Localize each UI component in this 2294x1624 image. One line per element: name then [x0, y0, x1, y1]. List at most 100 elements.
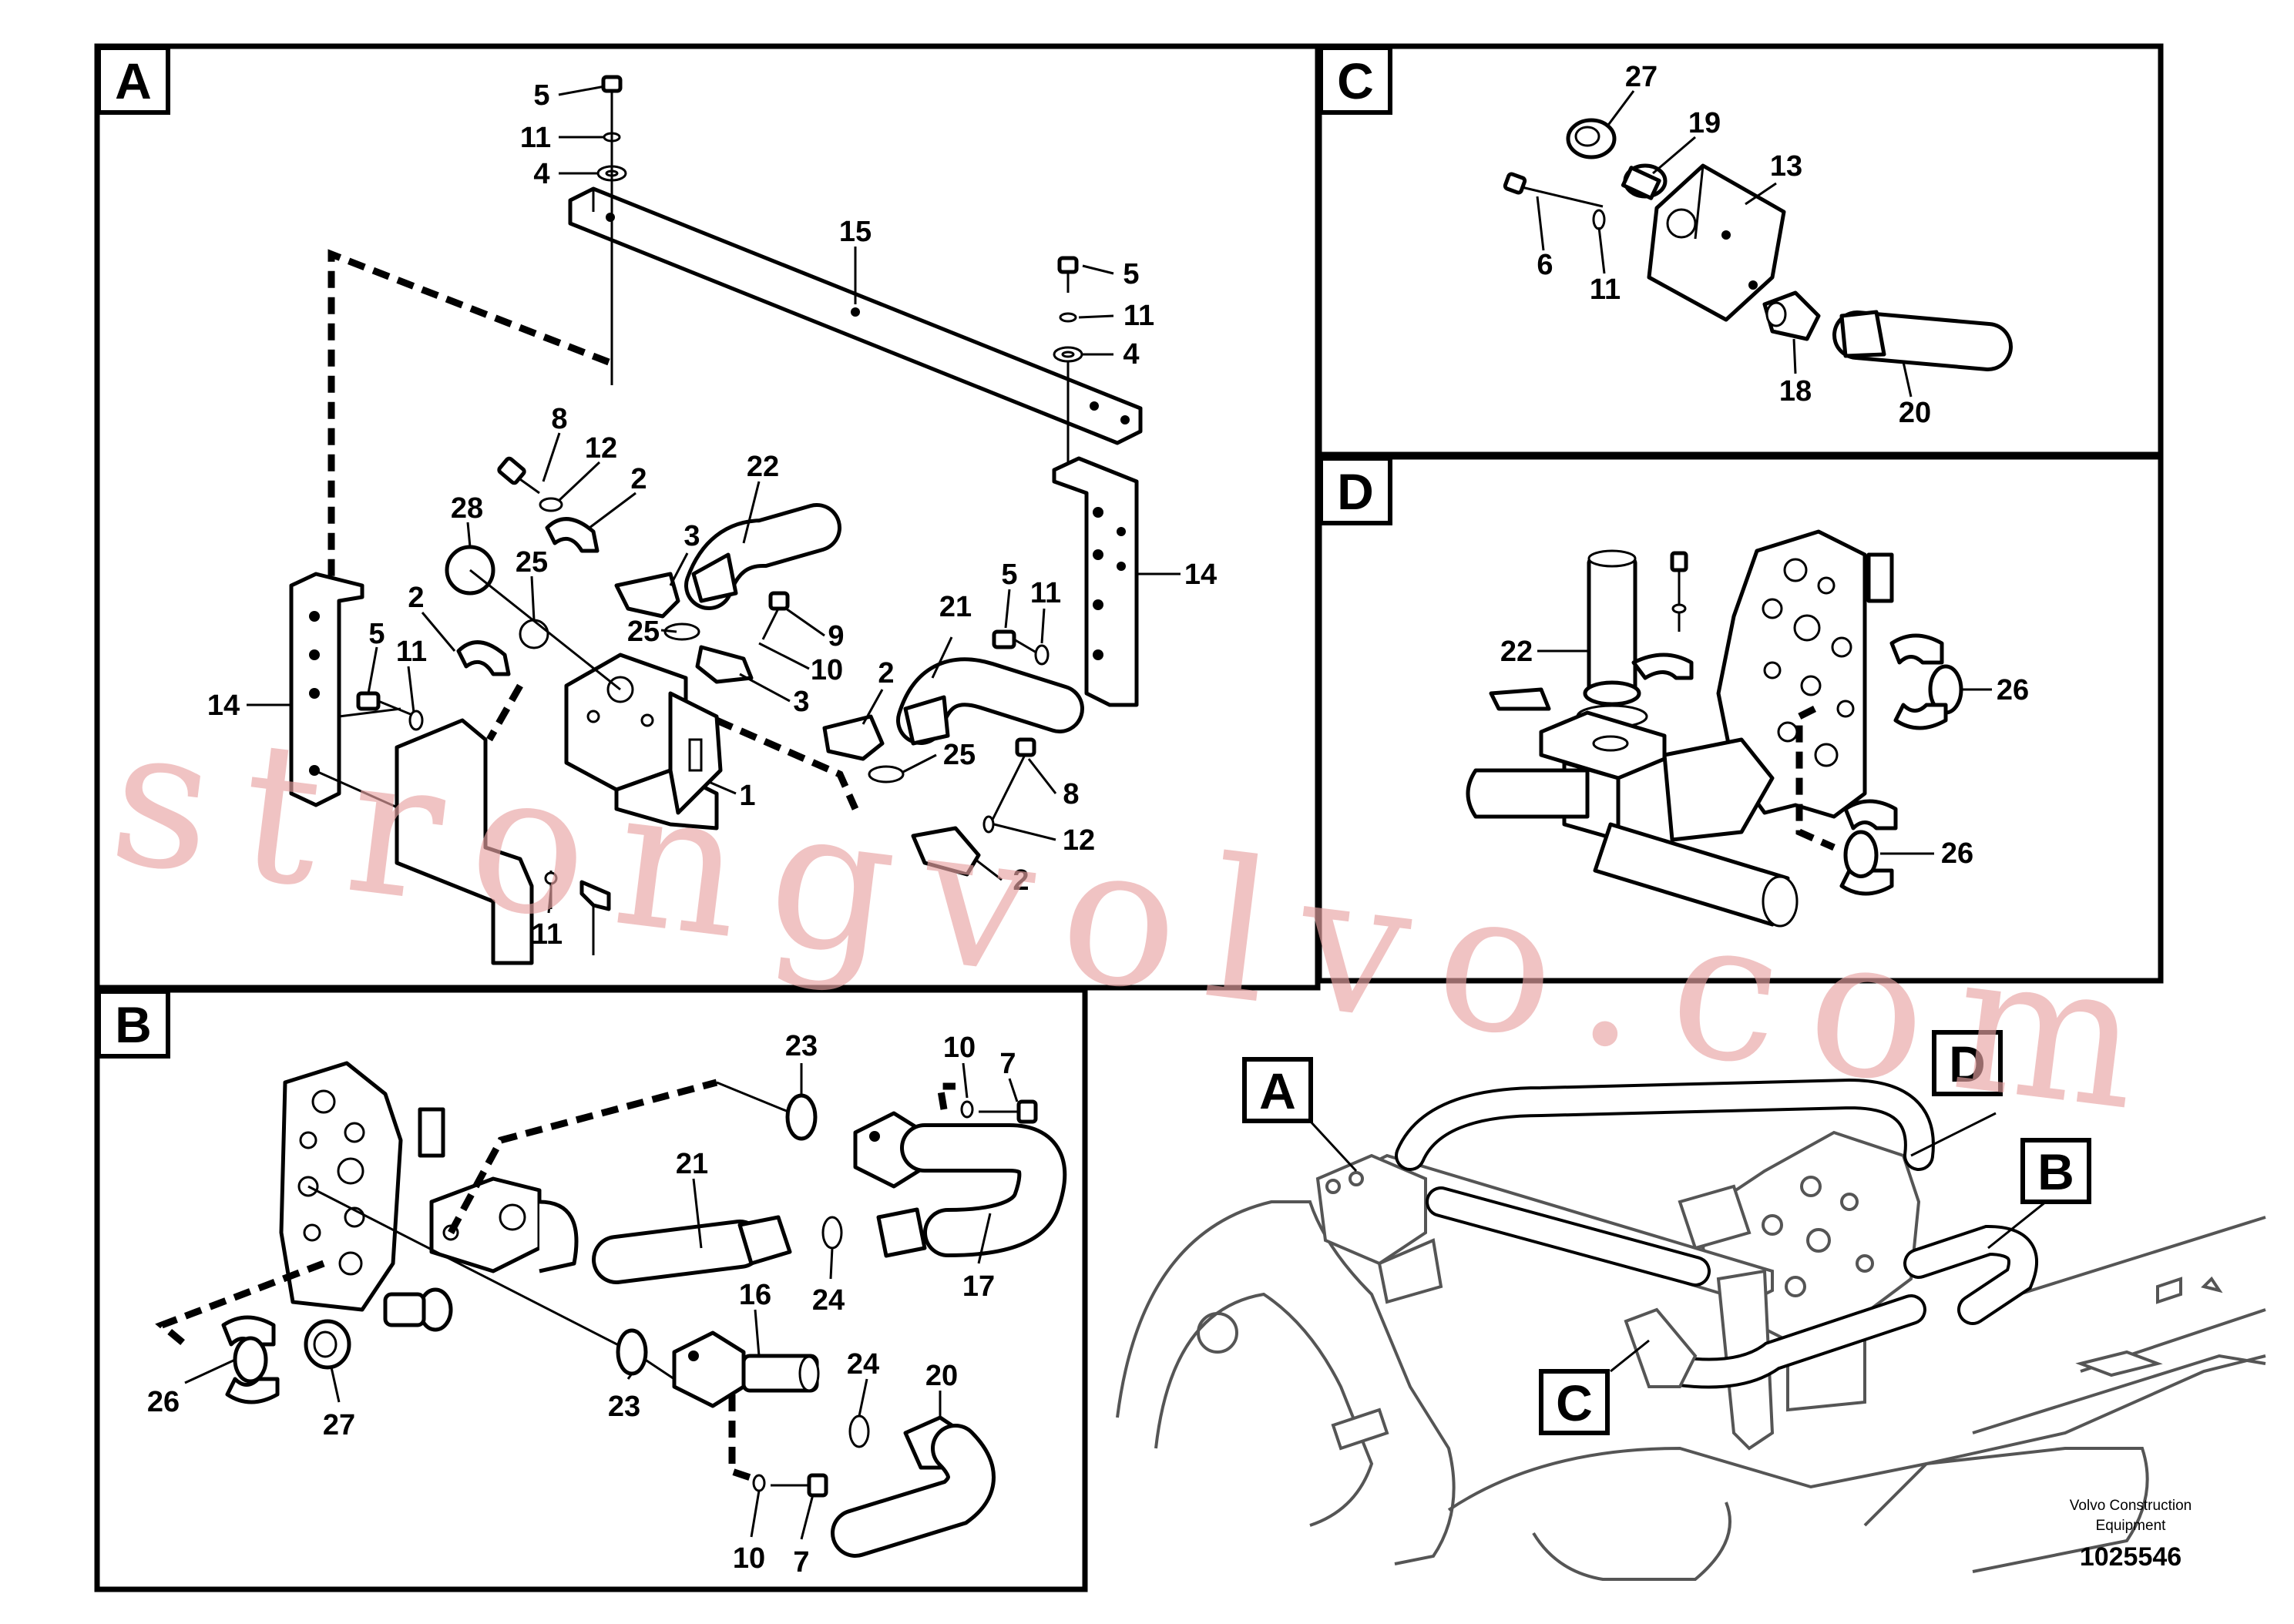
clamp-2-a: [545, 517, 600, 553]
flange-16: [672, 1330, 820, 1408]
block-13: [1647, 163, 1786, 322]
clamp-3-a: [614, 572, 680, 619]
panel-a-badge[interactable]: [96, 45, 170, 115]
dashed-link-b4: [728, 1394, 757, 1483]
callout-a-22: 22: [747, 451, 779, 483]
callout-a-8: 8: [551, 403, 567, 435]
callout-b-24b: 24: [847, 1348, 879, 1381]
panel-c-badge-label: C: [1337, 52, 1374, 109]
washer-11-c: [1592, 209, 1606, 230]
leaders-a: [247, 85, 1181, 914]
oring-25-a: [519, 619, 549, 649]
panel-c: C: [1316, 43, 2164, 458]
callout-a-12: 12: [585, 432, 617, 465]
panel-b-badge-label: B: [115, 996, 152, 1053]
callout-b-7b: 7: [793, 1546, 809, 1579]
callout-d-22: 22: [1500, 636, 1533, 668]
nut-27-b: [304, 1319, 351, 1370]
callout-c-27: 27: [1625, 61, 1658, 93]
callouts-d: 22 26 26: [1500, 636, 2029, 870]
washer-12-a: [539, 497, 563, 512]
callout-c-11: 11: [1590, 273, 1621, 306]
callout-a-12b: 12: [1063, 824, 1095, 857]
footer: Volvo Construction Equipment 1025546: [2070, 1498, 2192, 1572]
leaders-d: [1537, 649, 1992, 855]
callout-b-26: 26: [147, 1386, 180, 1418]
callouts-a: 5 11 4 15 5 11 4 14 8 12 2 22 28 25 3 25…: [207, 79, 1217, 951]
screw-5-a: [356, 691, 417, 718]
callout-c-20: 20: [1899, 397, 1931, 429]
oring-24-b: [848, 1414, 870, 1448]
panel-c-badge[interactable]: [1318, 45, 1392, 115]
callout-c-19: 19: [1688, 107, 1721, 139]
overview-badge-d[interactable]: [1932, 1030, 2003, 1096]
footer-company-line1: Volvo Construction: [2070, 1498, 2192, 1514]
adapter-19: [1621, 163, 1668, 200]
callout-a-11c: 11: [1030, 577, 1061, 609]
overview-badge-a-label: A: [1259, 1062, 1296, 1119]
callout-d-26: 26: [1997, 674, 2029, 706]
callout-a-11: 11: [520, 122, 551, 154]
panel-b-badge[interactable]: [96, 989, 170, 1059]
overview-badge-b[interactable]: [2020, 1138, 2091, 1204]
bracket-14-right: [1052, 456, 1139, 707]
callout-a-28: 28: [451, 492, 483, 525]
overview-badge-b-label: B: [2037, 1143, 2074, 1200]
callout-c-13: 13: [1770, 150, 1802, 183]
leaders-b: [184, 1062, 1019, 1540]
callout-a-11d: 11: [396, 636, 427, 668]
overview-badge-c[interactable]: [1539, 1369, 1610, 1435]
dashed-link-b3: [935, 1082, 956, 1110]
callout-a-15: 15: [839, 216, 872, 248]
overview-badge-d-label: D: [1949, 1035, 1986, 1092]
pipe-d: [1466, 768, 1799, 928]
callout-a-5d: 5: [368, 618, 385, 650]
callout-a-2d: 2: [408, 582, 424, 614]
overview-badge-c-label: C: [1556, 1374, 1593, 1431]
callout-a-2c: 2: [1013, 864, 1029, 897]
callout-b-27: 27: [323, 1409, 355, 1441]
adapter-18: [1762, 290, 1821, 341]
plug-26-b: [221, 1315, 280, 1404]
callout-a-3b: 3: [793, 686, 809, 718]
callout-a-14: 14: [1184, 559, 1217, 591]
callout-a-25b: 25: [627, 616, 660, 648]
callouts-b: 23 10 7 21 24 17 16 24 20 26 27 23 10 7: [147, 1030, 1016, 1579]
callout-c-18: 18: [1779, 375, 1812, 408]
block-b: [429, 1176, 579, 1273]
callout-a-1: 1: [739, 780, 755, 812]
document-number: 1025546: [2080, 1542, 2181, 1572]
callout-a-9: 9: [828, 620, 844, 653]
washer-12-b: [982, 815, 995, 834]
plugs-d: [1839, 633, 1963, 896]
hose-22-d: [1576, 549, 1648, 729]
callout-a-11e: 11: [532, 918, 563, 951]
dashed-link-a2: [486, 683, 523, 742]
callout-a-25: 25: [516, 546, 548, 579]
callout-a-4b: 4: [1123, 338, 1139, 371]
callout-a-4: 4: [533, 158, 549, 190]
screw-8-a: [497, 456, 540, 495]
overview-badge-a[interactable]: [1242, 1057, 1313, 1123]
callout-a-21: 21: [939, 591, 972, 623]
washer-11-b: [1034, 644, 1050, 666]
clamp-d-1: [1631, 653, 1694, 680]
callout-a-5b: 5: [1123, 258, 1139, 290]
callout-a-2: 2: [630, 463, 647, 495]
callout-b-21: 21: [676, 1148, 708, 1180]
screw-7-a: [979, 1099, 1038, 1124]
bolt-5-right: [1053, 256, 1083, 474]
dashed-link-d: [1795, 705, 1836, 851]
panel-d-badge[interactable]: [1318, 456, 1392, 525]
callout-b-20: 20: [925, 1360, 958, 1392]
callout-a-3: 3: [683, 520, 700, 552]
adapter-b: [383, 1287, 453, 1332]
watermark: strongvolvo.com: [100, 682, 2181, 1156]
screw-9: [761, 591, 790, 640]
oring-25-c: [868, 765, 905, 783]
panel-b: B: [94, 987, 1088, 1592]
callout-a-5: 5: [533, 79, 549, 112]
footer-company-line2: Equipment: [2096, 1518, 2167, 1534]
overview-illustration: A D B C: [1116, 1030, 2266, 1581]
